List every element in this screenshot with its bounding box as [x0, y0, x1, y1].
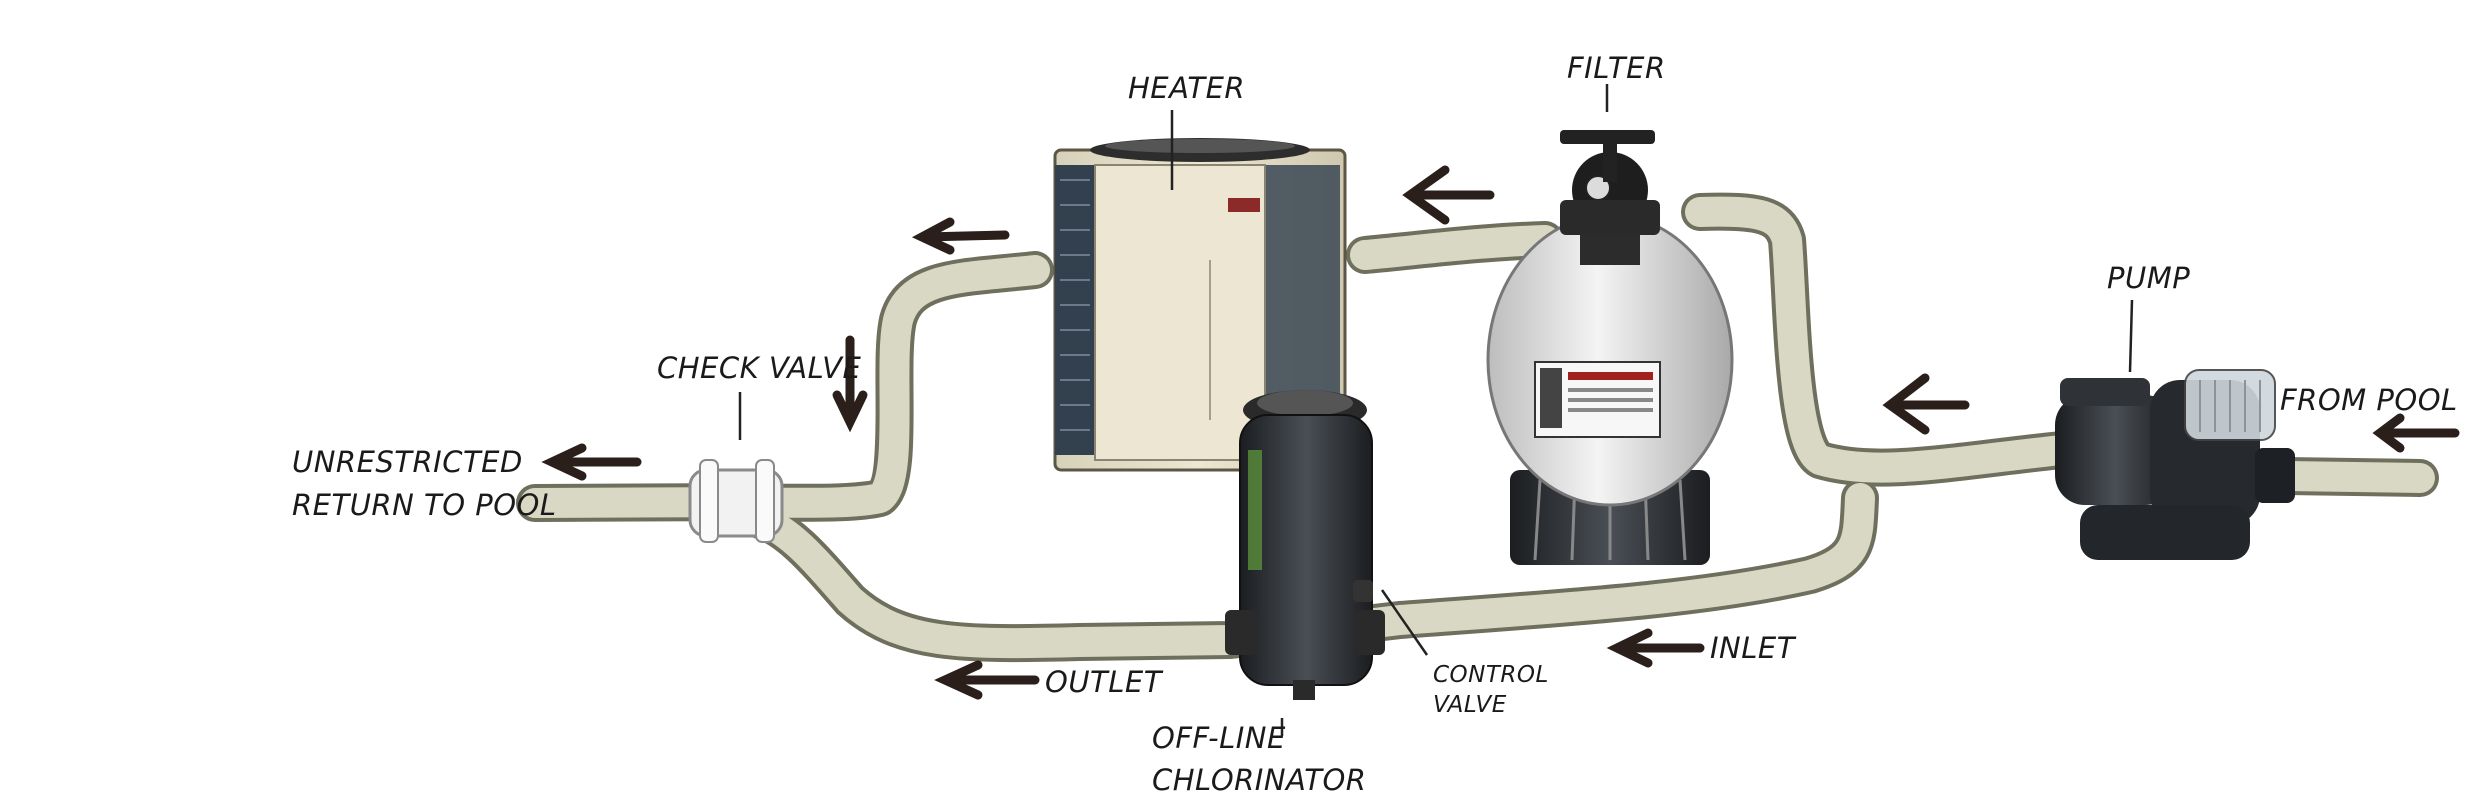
from-pool-label: FROM POOL [2280, 383, 2458, 417]
flow-arrow-icon [1402, 165, 1495, 225]
flow-arrow-icon [1606, 628, 1705, 668]
flow-arrow-icon [1882, 373, 1970, 435]
flow-arrow-icon [2372, 413, 2460, 453]
inlet-label: INLET [1710, 631, 1797, 665]
labels: HEATER FILTER PUMP FROM POOL CHECK VALVE… [292, 51, 2458, 797]
unrestricted-label-line2: RETURN TO POOL [292, 488, 557, 522]
check-valve-icon [688, 459, 784, 543]
sand-filter-tank-icon [1486, 130, 1734, 565]
flow-arrows [541, 165, 2460, 700]
filter-label: FILTER [1567, 51, 1666, 85]
pipe-pump-to-filter [1681, 192, 2099, 487]
chlorinator-label-line1: OFF-LINE [1152, 721, 1286, 755]
chlorinator-label-line2: CHLORINATOR [1152, 763, 1366, 797]
control-valve-label-line2: VALVE [1433, 692, 1507, 718]
flow-arrow-icon [832, 335, 868, 433]
pump-label: PUMP [2107, 261, 2190, 295]
flow-arrow-icon [934, 660, 1040, 700]
flow-arrow-icon [911, 217, 1010, 255]
heater-unit [1053, 138, 1347, 472]
pool-pump-icon [2055, 369, 2295, 560]
chlorinator-unit [1225, 390, 1385, 700]
control-valve-label-line1: CONTROL [1433, 662, 1549, 688]
outlet-label: OUTLET [1045, 665, 1164, 699]
flow-arrow-icon [541, 443, 642, 481]
leader-lines [738, 84, 2134, 736]
check-valve-label: CHECK VALVE [657, 351, 861, 385]
unrestricted-label-line1: UNRESTRICTED [292, 445, 523, 479]
heater-label: HEATER [1128, 71, 1245, 105]
filter-unit [1486, 130, 1734, 565]
chlorinator-canister-icon [1225, 390, 1385, 700]
pump-unit [2055, 369, 2295, 560]
